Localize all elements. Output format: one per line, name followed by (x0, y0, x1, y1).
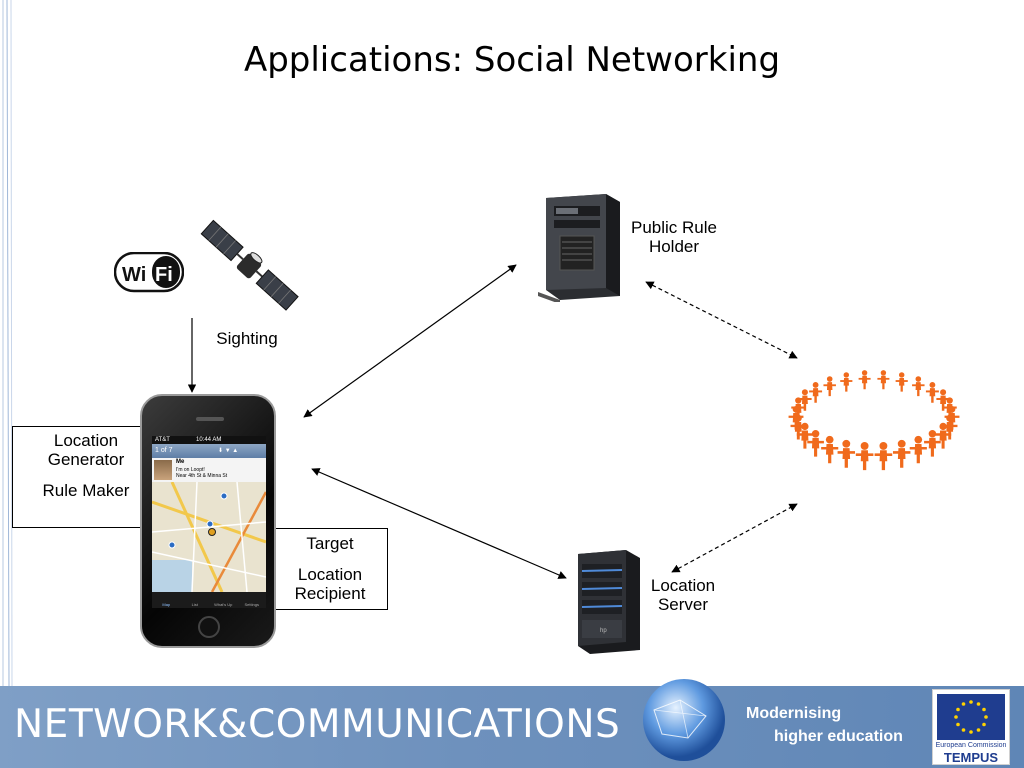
rule-maker-label: Rule Maker (42, 481, 130, 500)
person-figure-icon (858, 370, 871, 390)
left-decorative-lines (2, 0, 13, 686)
tab-list[interactable]: List (191, 602, 198, 607)
eu-tempus-logo: European Commission TEMPUS (932, 689, 1010, 765)
tab-map[interactable]: Map (162, 602, 171, 607)
person-figure-icon (895, 372, 908, 392)
person-figure-icon (909, 435, 927, 464)
contact-card[interactable]: Me I'm on Loopt! Near 4th St & Minna St (152, 458, 266, 482)
location-generator-box: Location Generator Rule Maker (12, 426, 142, 528)
eu-star-icon (982, 707, 986, 712)
person-figure-icon (924, 430, 941, 457)
eu-star-icon (961, 728, 966, 732)
person-figure-icon (935, 422, 952, 449)
tower-server-icon (538, 194, 620, 302)
svg-text:Fi: Fi (155, 264, 173, 286)
person-figure-icon (855, 441, 874, 471)
nav-bar: 1 of 7 ⬇ ▼ ▲ (152, 444, 266, 458)
person-figure-icon (877, 370, 890, 390)
location-generator-label: Location Generator (47, 431, 125, 469)
eu-star-icon (976, 702, 981, 706)
location-server-to-network-arrow (671, 503, 798, 573)
public-rule-holder-label: Public Rule Holder (631, 218, 717, 256)
target-box: Target Location Recipient (270, 528, 388, 610)
person-figure-icon (840, 372, 853, 392)
eu-star-icon (954, 715, 958, 719)
eu-star-icon (961, 702, 966, 706)
target-label: Target (306, 534, 354, 553)
map-view[interactable] (152, 482, 266, 592)
eu-star-icon (956, 707, 960, 712)
person-figure-icon (809, 382, 823, 403)
map-pin-icon (206, 520, 214, 528)
footer-tagline-1: Modernising (746, 705, 842, 722)
people-ring-icon (788, 370, 960, 471)
person-figure-icon (791, 397, 806, 420)
location-server-label: Location Server (650, 576, 716, 614)
person-figure-icon (874, 441, 893, 471)
footer-banner: NETWORK&COMMUNICATIONS Modernising highe… (0, 679, 1024, 768)
tab-bar: Map List What's Up Settings (152, 592, 266, 608)
person-figure-icon (837, 439, 856, 468)
eu-stars-icon (954, 700, 988, 734)
sighting-label: Sighting (216, 329, 278, 348)
eu-star-icon (984, 715, 988, 719)
slide-title: Applications: Social Networking (243, 40, 781, 80)
wifi-logo-icon: Wi Fi (114, 252, 184, 293)
map-pin-icon (168, 541, 176, 549)
diagram-connectors (187, 264, 798, 579)
rule-holder-to-network-arrow (645, 281, 798, 359)
eu-star-icon (982, 722, 986, 727)
eu-flag-icon (937, 694, 1005, 740)
tab-settings[interactable]: Settings (244, 602, 259, 607)
nav-arrows-icon[interactable]: ⬇ ▼ ▲ (218, 448, 239, 454)
eu-star-icon (976, 728, 981, 732)
eu-program: TEMPUS (943, 750, 999, 765)
footer-title: NETWORK&COMMUNICATIONS (14, 702, 621, 747)
location-recipient-label: Location Recipient (294, 565, 366, 603)
person-figure-icon (942, 397, 957, 420)
eu-star-icon (956, 722, 960, 727)
satellite-icon (200, 219, 299, 311)
person-figure-icon (807, 430, 824, 457)
phone-to-rule-holder-arrow (303, 264, 517, 418)
person-figure-icon (912, 376, 925, 397)
map-pin-icon (220, 492, 228, 500)
eu-caption: European Commission (935, 742, 1007, 749)
person-figure-icon (925, 382, 939, 403)
person-figure-icon (798, 389, 812, 411)
phone-speaker (196, 417, 224, 421)
person-figure-icon (821, 435, 839, 464)
location-server-icon: hp (578, 550, 640, 654)
status-bar: AT&T 10:44 AM (152, 436, 266, 444)
eu-star-icon (969, 700, 973, 704)
footer-tagline-2: higher education (774, 728, 903, 745)
phone-to-location-server-arrow (311, 468, 567, 579)
smartphone: AT&T 10:44 AM 1 of 7 ⬇ ▼ ▲ Me I'm on Loo… (140, 394, 276, 648)
home-button[interactable] (198, 616, 220, 638)
globe-icon (643, 679, 725, 761)
map-pin-icon (208, 528, 216, 536)
svg-text:hp: hp (600, 628, 607, 634)
eu-star-icon (969, 730, 973, 734)
tab-whats-up[interactable]: What's Up (214, 602, 233, 607)
svg-text:Wi: Wi (122, 264, 146, 286)
person-figure-icon (892, 439, 911, 468)
phone-screen: AT&T 10:44 AM 1 of 7 ⬇ ▼ ▲ Me I'm on Loo… (152, 436, 266, 608)
avatar (154, 460, 172, 480)
person-figure-icon (823, 376, 836, 397)
